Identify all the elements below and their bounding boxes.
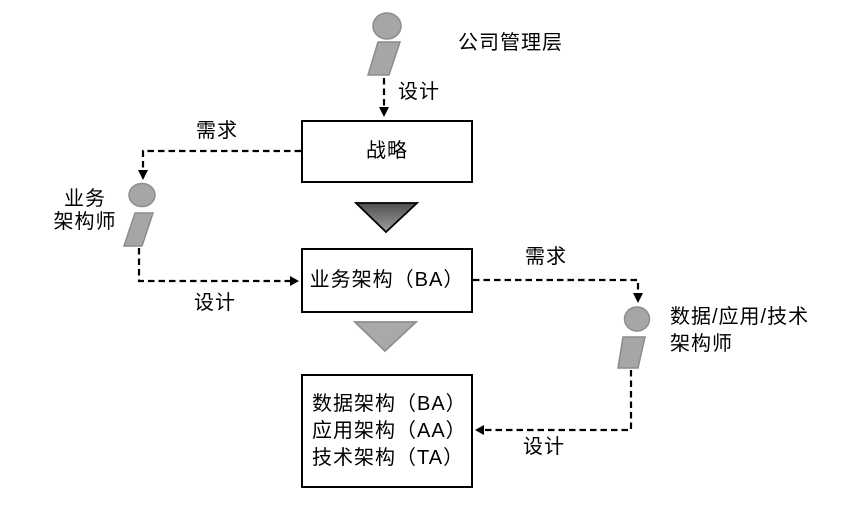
dashed-arrow-design-left: [137, 248, 290, 283]
flow-triangle-dark-icon: [353, 202, 420, 234]
arrowhead-demand-left-icon: [138, 170, 148, 180]
person-body-icon: [122, 212, 155, 247]
domain-architecture-line-application: 应用架构（AA）: [312, 419, 467, 442]
edge-label-design-top: 设计: [398, 81, 440, 103]
domain-architecture-line-technology: 技术架构（TA）: [312, 446, 465, 469]
company-management-person-icon: [366, 12, 402, 76]
business-architect-label-line1: 业务: [64, 188, 106, 210]
edge-label-demand-left: 需求: [196, 120, 238, 142]
data-app-tech-architect-label-line2: 架构师: [670, 333, 733, 355]
edge-label-design-left: 设计: [194, 292, 236, 314]
person-head-icon: [623, 306, 651, 332]
arrowhead-demand-right-icon: [633, 293, 643, 303]
edge-label-demand-right: 需求: [525, 246, 567, 268]
edge-label-design-right: 设计: [523, 436, 565, 458]
domain-architectures-node: 数据架构（BA） 应用架构（AA） 技术架构（TA）: [301, 374, 473, 488]
dashed-arrow-demand-left: [141, 149, 301, 171]
data-app-tech-architect-person-icon: [617, 306, 651, 369]
business-architect-label-line2: 架构师: [53, 211, 117, 233]
business-architecture-node: 业务架构（BA）: [301, 248, 473, 313]
person-body-icon: [617, 336, 646, 369]
arrowhead-design-top-icon: [379, 107, 389, 117]
data-app-tech-architect-label: 数据/应用/技术 架构师: [670, 304, 809, 358]
strategy-node: 战略: [301, 120, 473, 183]
arrowhead-design-left-icon: [290, 276, 299, 286]
business-architect-label: 业务 架构师: [52, 188, 118, 234]
flow-triangle-light-icon: [352, 321, 419, 353]
person-body-icon: [366, 41, 402, 76]
person-head-icon: [128, 182, 156, 208]
dashed-arrow-demand-right: [473, 278, 640, 294]
dashed-arrow-design-right: [484, 370, 633, 432]
company-management-label: 公司管理层: [458, 32, 563, 54]
domain-architecture-line-data: 数据架构（BA）: [312, 392, 467, 415]
person-head-icon: [372, 12, 402, 40]
arrowhead-design-right-icon: [475, 425, 484, 435]
business-architect-person-icon: [122, 182, 156, 247]
data-app-tech-architect-label-line1: 数据/应用/技术: [670, 306, 810, 328]
